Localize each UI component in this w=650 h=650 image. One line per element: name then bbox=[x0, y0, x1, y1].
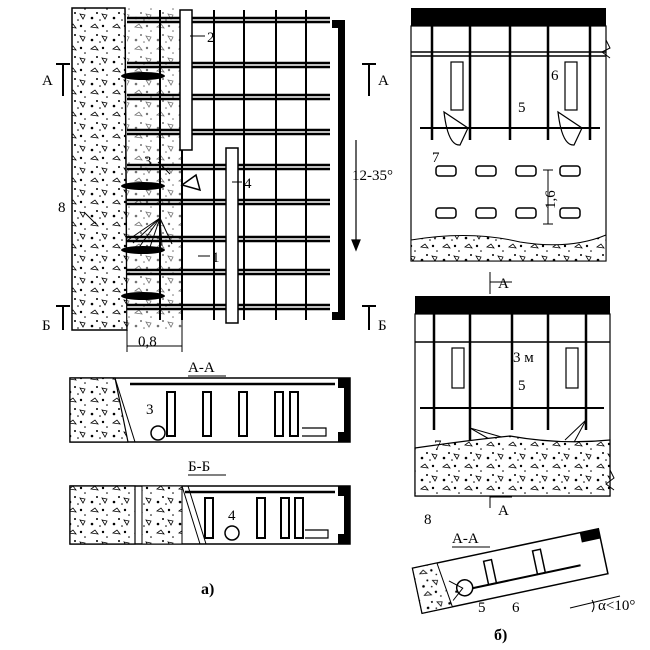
caption-a: а) bbox=[201, 581, 214, 598]
section-aa-a: А-А 3 bbox=[69, 360, 351, 443]
face-view-bottom: А А 3 м 5 7 8 bbox=[414, 272, 615, 528]
callout-4: 4 bbox=[244, 176, 252, 192]
callout-5-top: 5 bbox=[518, 100, 526, 116]
callout-3: 3 bbox=[144, 154, 152, 170]
section-bb-title-a: Б-Б bbox=[188, 459, 210, 475]
section-marker-a-right bbox=[362, 63, 376, 96]
section-aa-callout-a: 3 bbox=[146, 402, 154, 418]
wedges bbox=[121, 72, 165, 300]
callout-8: 8 bbox=[58, 200, 66, 216]
spacing-label: 1,6 bbox=[543, 190, 559, 209]
callout-7-bottom: 7 bbox=[434, 438, 442, 454]
dip-angle: 12-35° bbox=[352, 168, 393, 184]
ore-floor-top bbox=[410, 234, 607, 262]
section-aa-title-b: А-А bbox=[452, 531, 479, 547]
rock-section-bb-2 bbox=[141, 485, 183, 545]
nozzle bbox=[180, 173, 202, 192]
callout-5-bottom: 5 bbox=[518, 378, 526, 394]
rock-section-aa bbox=[69, 377, 129, 443]
section-marker-b-left bbox=[56, 305, 70, 330]
callout-1: 1 bbox=[212, 250, 220, 266]
plan-view: А А Б Б 12-35° 0,8 2 1 3 4 8 bbox=[42, 7, 393, 352]
prop-4 bbox=[225, 147, 239, 324]
caption-b: б) bbox=[494, 627, 507, 644]
face-view-top: 1,6 5 6 7 bbox=[410, 8, 611, 262]
label-b-right: Б bbox=[378, 318, 387, 334]
width-label: 0,8 bbox=[138, 334, 157, 350]
angle-section: α<10° bbox=[598, 598, 635, 614]
section-bb-a: Б-Б 4 bbox=[69, 459, 351, 545]
label-a-right: А bbox=[378, 73, 389, 89]
section-marker-b-right bbox=[362, 305, 376, 330]
props bbox=[159, 10, 307, 320]
label-a-left: А bbox=[42, 73, 53, 89]
label-b-left: Б bbox=[42, 318, 51, 334]
section-marker-top: А bbox=[498, 276, 509, 292]
length-label: 3 м bbox=[513, 350, 534, 366]
ore-pile bbox=[414, 435, 611, 497]
drill-rig-3-aa bbox=[150, 425, 166, 441]
leaders bbox=[83, 35, 242, 257]
callout-2: 2 bbox=[207, 30, 215, 46]
callout-8-bottom: 8 bbox=[424, 512, 432, 528]
rock-mass bbox=[71, 7, 128, 331]
section-marker-bottom: А bbox=[498, 503, 509, 519]
callout-6-section: 6 bbox=[512, 600, 520, 616]
timber-pillar bbox=[179, 9, 193, 151]
callout-5-section: 5 bbox=[478, 600, 486, 616]
hanging-wall bbox=[332, 20, 345, 320]
callout-7-top: 7 bbox=[432, 150, 440, 166]
dip-arrow bbox=[351, 140, 361, 252]
rock-section-bb bbox=[69, 485, 136, 545]
section-marker-a-left bbox=[56, 63, 70, 96]
section-aa-b: А-А 5 6 α<10° bbox=[411, 527, 635, 616]
callout-6-top: 6 bbox=[551, 68, 559, 84]
section-aa-title-a: А-А bbox=[188, 360, 215, 376]
width-dimension bbox=[126, 320, 183, 352]
prop-4-bb bbox=[224, 525, 240, 541]
drill-spray bbox=[127, 217, 173, 248]
section-bb-callout-a: 4 bbox=[228, 508, 236, 524]
